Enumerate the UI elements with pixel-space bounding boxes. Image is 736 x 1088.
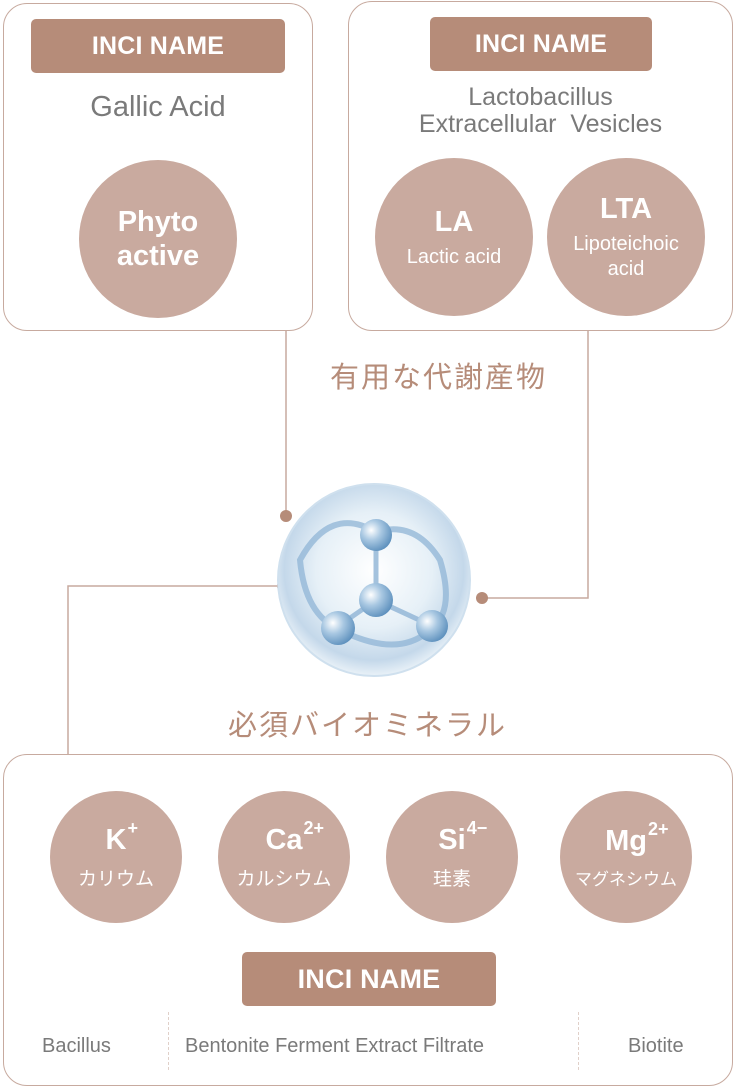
- circle-la: LA Lactic acid: [375, 158, 533, 316]
- mineral-kana: カリウム: [77, 867, 154, 890]
- card-lactobacillus: INCI NAME Lactobacillus Extracellular Ve…: [348, 1, 733, 331]
- ingredient-name-line1: Lactobacillus: [468, 83, 613, 111]
- mineral-kana: マグネシウム: [575, 869, 677, 890]
- circle-line2: active: [116, 240, 200, 272]
- mineral-circle-k: K+ カリウム: [50, 791, 182, 923]
- inci-item-biotite: Biotite: [628, 1035, 684, 1057]
- inci-name-pill: INCI NAME: [31, 19, 285, 73]
- inci-name-pill: INCI NAME: [242, 952, 496, 1006]
- mineral-kana: カルシウム: [236, 867, 332, 890]
- divider: [168, 1012, 169, 1070]
- label-minerals: 必須バイオミネラル: [228, 708, 508, 742]
- ingredient-name: Gallic Acid: [90, 91, 226, 123]
- inci-item-bentonite: Bentonite Ferment Extract Filtrate: [185, 1035, 485, 1057]
- circle-phytoactive: Phyto active: [79, 160, 237, 318]
- circle-la-title: LA: [434, 205, 474, 238]
- molecule-sphere-icon: [277, 483, 471, 677]
- inci-item-bacillus: Bacillus: [42, 1035, 111, 1057]
- circle-lta-sub2: acid: [607, 258, 645, 280]
- label-metabolites: 有用な代謝産物: [330, 360, 548, 394]
- ingredient-name-line2: Extracellular Vesicles: [418, 110, 663, 138]
- connector-left-bottom: [67, 585, 283, 755]
- circle-lta-sub1: Lipoteichoic: [573, 233, 679, 255]
- mineral-symbol: K+: [105, 817, 138, 856]
- connector-dot: [280, 510, 292, 522]
- connector-right-top: [483, 330, 589, 599]
- circle-line1: Phyto: [117, 206, 199, 238]
- circle-lta-title: LTA: [599, 193, 653, 225]
- connector-dot: [476, 592, 488, 604]
- circle-la-sub: Lactic acid: [406, 245, 502, 268]
- circle-lta: LTA Lipoteichoic acid: [547, 158, 705, 316]
- mineral-kana: 珪素: [432, 867, 471, 890]
- inci-name-pill: INCI NAME: [430, 17, 652, 71]
- card-gallic-acid: INCI NAME Gallic Acid Phyto active: [3, 3, 313, 331]
- divider: [578, 1012, 579, 1070]
